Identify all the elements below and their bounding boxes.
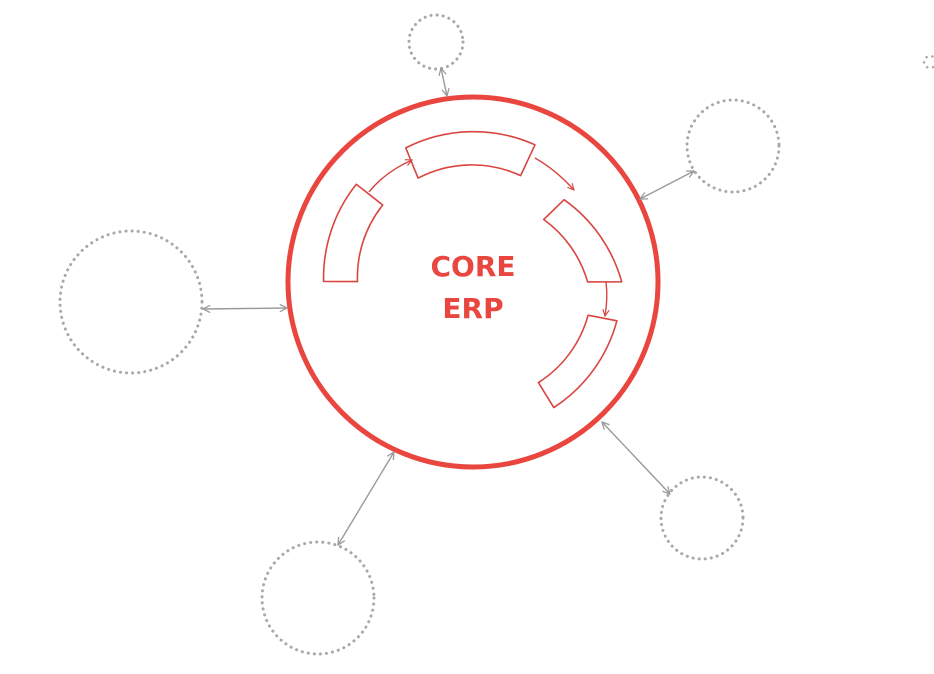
process-segment-1	[322, 183, 384, 283]
connector-top-right	[640, 171, 694, 199]
flow-arrow-2	[534, 157, 574, 190]
process-cycle	[322, 130, 623, 409]
process-segment-3	[542, 198, 623, 283]
connectors	[203, 68, 694, 545]
connector-bottom-left	[338, 452, 394, 545]
process-segment-4	[537, 314, 618, 409]
satellite-bottom-left	[260, 540, 376, 656]
satellite-far-right	[922, 54, 934, 70]
process-segment-2	[405, 130, 536, 179]
satellite-left	[58, 229, 204, 375]
core-label-line2: ERP	[442, 292, 503, 325]
process-flow-arrows	[368, 157, 607, 316]
core-label-line1: CORE	[430, 250, 515, 283]
flow-arrow-1	[368, 160, 412, 193]
satellite-top-right	[685, 98, 781, 194]
connector-left	[203, 308, 287, 309]
connector-bottom-right	[602, 422, 670, 494]
satellite-bottom-right	[659, 475, 745, 561]
satellite-top	[407, 13, 465, 71]
flow-arrow-3	[605, 281, 607, 316]
core-erp-circle	[285, 94, 661, 470]
connector-top	[441, 68, 447, 96]
satellites	[58, 13, 934, 656]
